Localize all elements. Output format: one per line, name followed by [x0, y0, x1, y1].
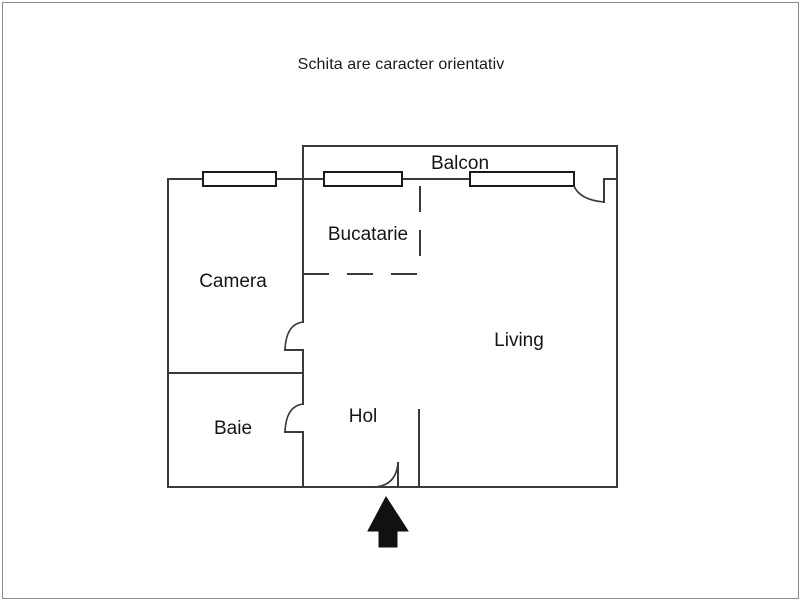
entrance-arrow [367, 496, 409, 548]
door-entrance-arc [373, 462, 399, 488]
window-camera-icon [202, 171, 277, 187]
door-balcon-arc [573, 185, 605, 203]
window-living-icon [469, 171, 575, 187]
dashed-partitions-group [303, 186, 421, 275]
door-swings-group [284, 185, 605, 488]
room-label-hol: Hol [349, 406, 378, 427]
page-title: Schita are caracter orientativ [297, 56, 505, 73]
entrance-arrow-icon [367, 496, 409, 548]
room-label-balcon: Balcon [431, 153, 489, 174]
room-label-living: Living [494, 330, 544, 351]
room-label-camera: Camera [199, 271, 267, 292]
windows-group [202, 171, 575, 187]
room-label-baie: Baie [214, 418, 252, 439]
room-label-bucatarie: Bucatarie [328, 224, 408, 245]
door-camera-arc [284, 321, 304, 351]
walls-group [167, 145, 618, 488]
door-baie-arc [284, 403, 304, 433]
window-bucatarie-icon [323, 171, 403, 187]
room-labels-group: Balcon Bucatarie Camera Living Hol Baie [199, 153, 544, 439]
